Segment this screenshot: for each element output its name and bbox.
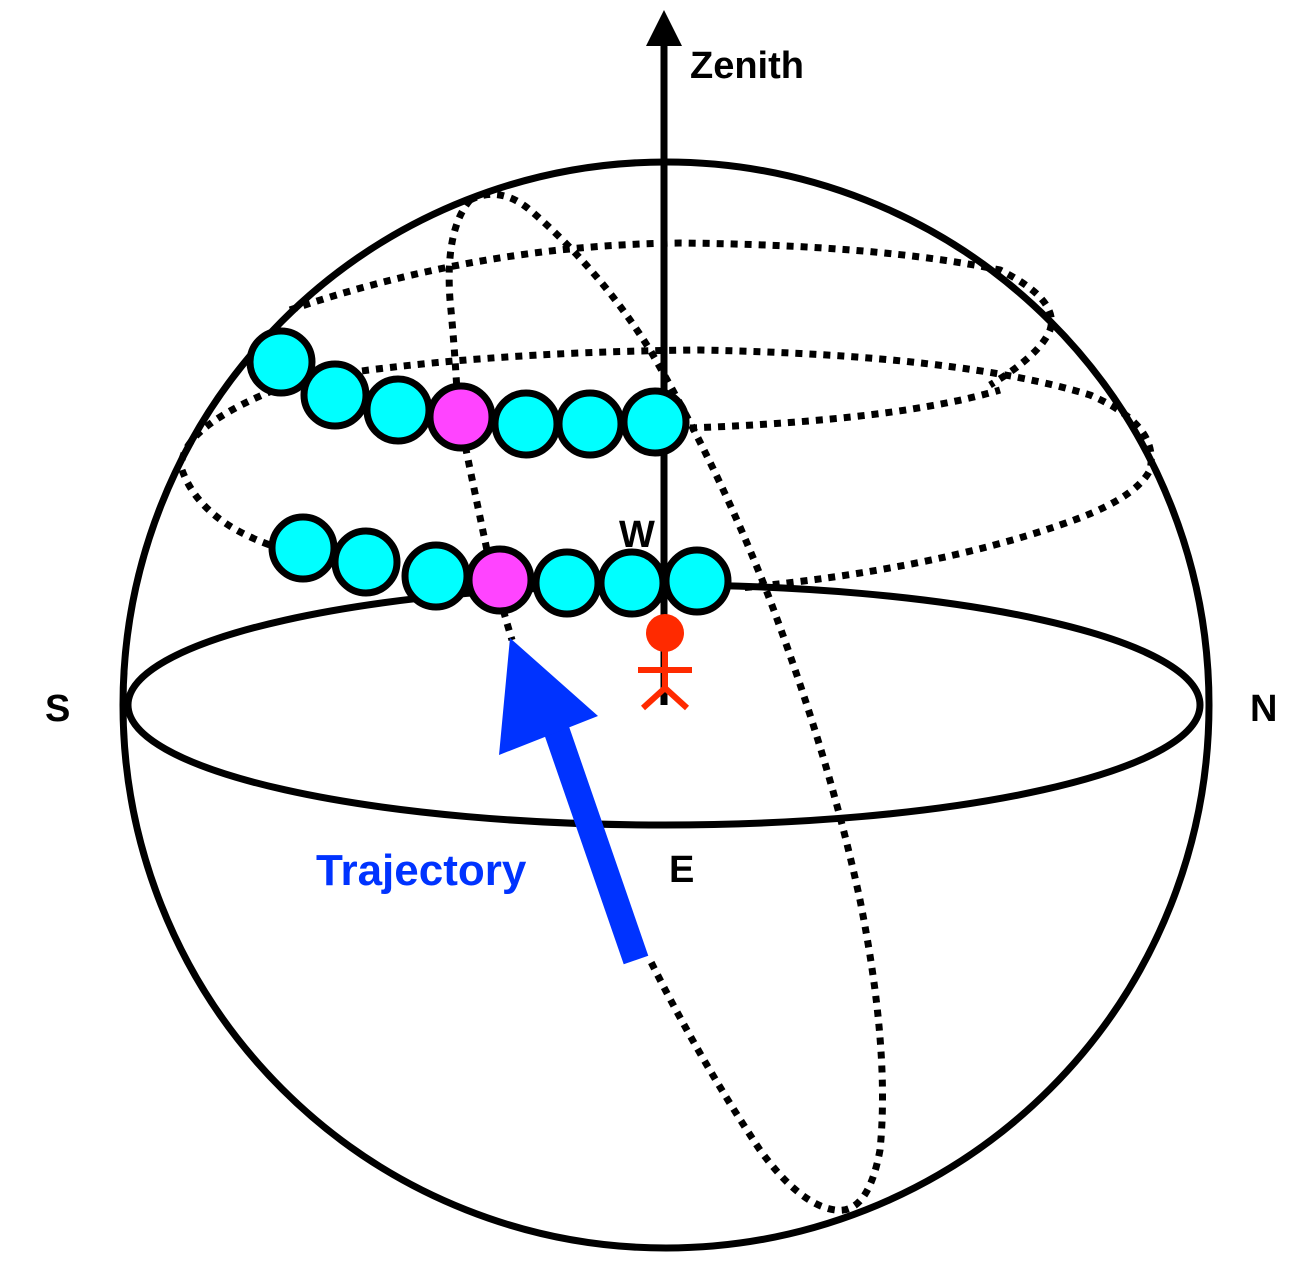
middle-latitude-ring-front [178, 468, 272, 549]
bead [246, 327, 316, 397]
bead [491, 389, 561, 459]
trajectory-label: Trajectory [316, 846, 527, 895]
bead [597, 548, 667, 618]
observer-leg-right [662, 685, 690, 711]
bead [363, 375, 433, 445]
bead [300, 360, 370, 430]
lower-bead-row [268, 513, 732, 618]
bead [401, 541, 471, 611]
bead [662, 546, 732, 616]
bead-highlight [426, 382, 496, 452]
bead [620, 387, 690, 457]
upper-latitude-ring [288, 239, 1055, 389]
trajectory-arrow-shaft [540, 715, 649, 965]
trajectory-plane-ellipse [468, 190, 886, 1214]
bead [331, 527, 401, 597]
south-label: S [45, 688, 70, 730]
observer-figure [638, 614, 692, 711]
zenith-arrowhead [646, 10, 682, 46]
north-label: N [1250, 688, 1277, 730]
trajectory-arrowhead [499, 638, 598, 755]
upper-row-back-connector [689, 386, 1002, 432]
upper-bead-row [246, 327, 690, 459]
bead [532, 548, 602, 618]
east-label: E [669, 849, 694, 891]
observer-head [646, 614, 684, 652]
bead [268, 513, 338, 583]
bead [555, 389, 625, 459]
trajectory-arrow [499, 638, 649, 965]
west-label: W [619, 514, 655, 556]
zenith-label: Zenith [690, 45, 804, 87]
middle-latitude-ring [178, 346, 1155, 592]
bead-highlight [465, 545, 535, 615]
observer-leg-left [640, 685, 668, 711]
